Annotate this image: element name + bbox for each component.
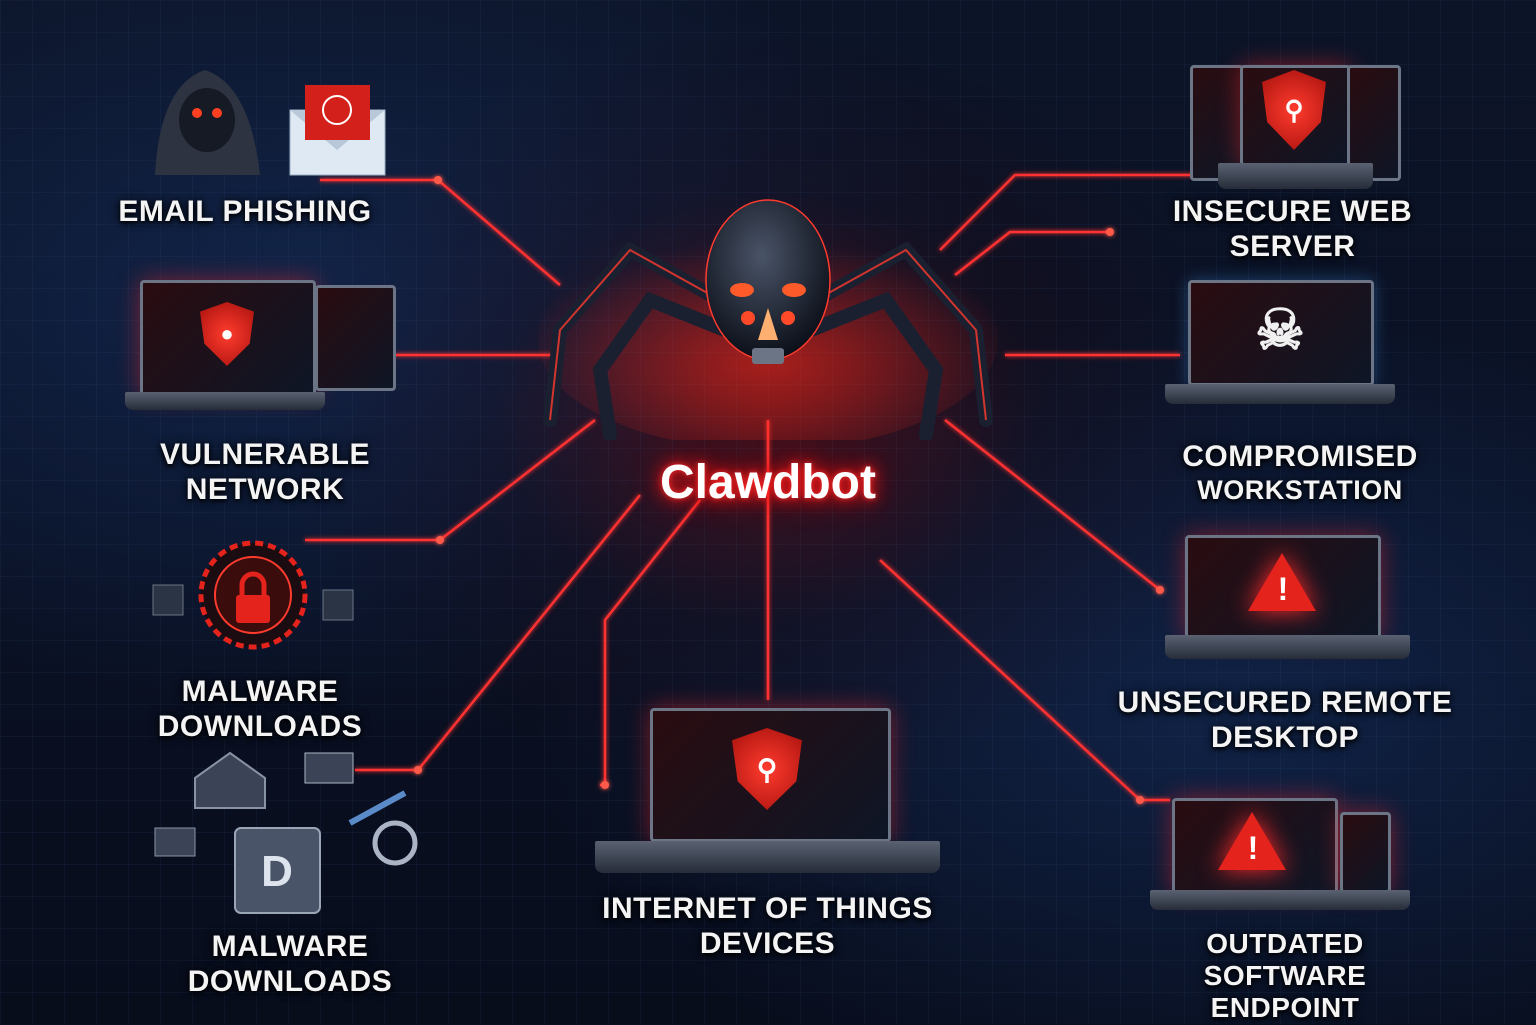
laptop-shield-icon: ⚲	[595, 708, 940, 878]
label-unsecured-remote-desktop: Unsecured Remote Desktop	[1115, 686, 1455, 755]
label-iot-line2: Devices	[699, 926, 836, 960]
label-outdated-line1: Outdated Software	[1203, 928, 1367, 992]
laptop-shield-icon: ●	[125, 280, 396, 415]
line-unsecured-remote-desktop	[944, 419, 1161, 591]
label-vulnerable-network: Vulnerable Network	[159, 438, 370, 506]
svg-text:D: D	[261, 847, 293, 896]
label-compromised-line2: Workstation	[1197, 474, 1403, 505]
label-outdated-line2: Endpoint	[1210, 992, 1360, 1024]
label-outdated-software-endpoint: Outdated Software Endpoint	[1130, 928, 1440, 1025]
laptop-skull-icon: ☠	[1160, 280, 1400, 410]
server-shield-icon: ⚲	[1190, 65, 1401, 195]
label-iot-line1: Internet of Things	[602, 892, 933, 925]
label-malware-downloads-2: Malware Downloads	[187, 930, 393, 998]
center-title: Clawdbot	[660, 456, 876, 509]
robot-spider-icon	[520, 190, 1016, 450]
house-folder-tools-icon: D	[150, 748, 440, 918]
laptop-warning-icon: !	[1150, 798, 1410, 918]
padlock-gauge-icon	[148, 515, 358, 650]
label-email-phishing: Email Phishing	[118, 195, 372, 228]
label-malware-downloads-1: Malware Downloads	[157, 675, 363, 743]
line-insecure-web-server-2	[954, 230, 1110, 276]
label-insecure-web-server: Insecure Web Server	[1172, 195, 1413, 263]
laptop-warning-icon: !	[1160, 535, 1410, 665]
label-remote-line2: Desktop	[1211, 720, 1359, 754]
label-remote-line1: Unsecured Remote	[1117, 686, 1453, 719]
label-compromised-line1: Compromised	[1182, 440, 1418, 473]
line-insecure-web-server	[939, 173, 1195, 251]
label-internet-of-things: Internet of Things Devices	[575, 892, 960, 961]
label-compromised-workstation: Compromised Workstation	[1150, 440, 1450, 506]
hooded-hacker-envelope-icon	[145, 65, 395, 180]
